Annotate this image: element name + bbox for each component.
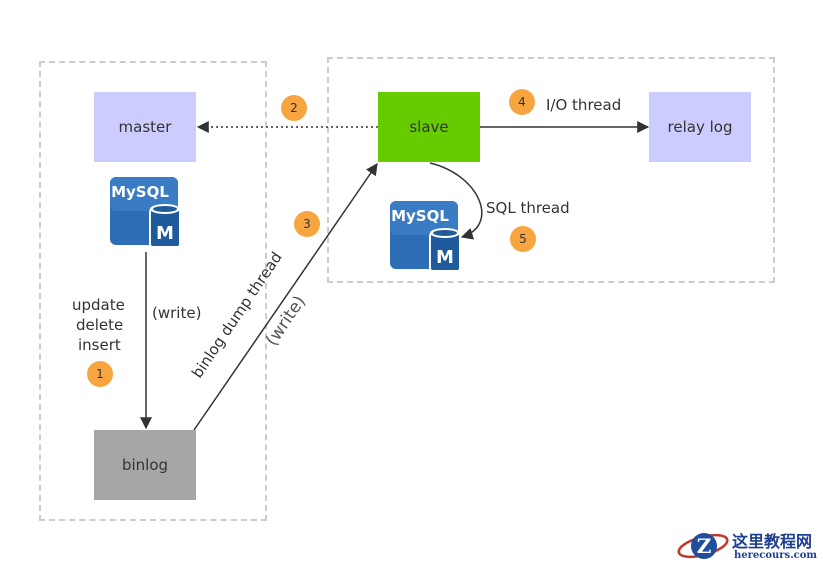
mysql-slave-text: MySQL xyxy=(391,207,449,225)
step-badge-5: 5 xyxy=(510,226,536,252)
step-badge-1: 1 xyxy=(87,361,113,387)
sql-thread-label: SQL thread xyxy=(486,199,570,217)
write-master-label: (write) xyxy=(152,304,202,322)
slave-label: slave xyxy=(409,118,449,136)
relay-log-node: relay log xyxy=(649,92,751,162)
mysql-master-text: MySQL xyxy=(111,183,169,201)
io-thread-label: I/O thread xyxy=(546,96,622,114)
master-label: master xyxy=(118,118,172,136)
master-node: master xyxy=(94,92,196,162)
binlog-label: binlog xyxy=(121,456,169,474)
mysql-master-cylinder: M xyxy=(149,204,181,248)
binlog-node: binlog xyxy=(94,430,196,500)
watermark-url: herecours.com xyxy=(734,550,818,561)
mysql-master-letter: M xyxy=(156,223,174,244)
slave-container xyxy=(327,57,775,283)
mysql-master-icon: MySQL M xyxy=(110,177,181,248)
step-badge-2: 2 xyxy=(281,95,307,121)
mysql-slave-letter: M xyxy=(436,247,454,268)
master-container xyxy=(39,61,267,521)
watermark-logo-letter: Z xyxy=(697,534,712,558)
mysql-slave-icon: MySQL M xyxy=(390,201,461,272)
ops-label-update: update xyxy=(72,296,125,314)
watermark-logo-icon: Z xyxy=(677,533,729,559)
step-badge-4: 4 xyxy=(509,89,535,115)
ops-label-delete: delete xyxy=(76,316,124,334)
ops-label-insert: insert xyxy=(78,336,121,354)
relay-log-label: relay log xyxy=(667,118,733,136)
edge-binlog-to-slave xyxy=(193,163,378,431)
edge-sql-thread-curve xyxy=(429,162,483,240)
watermark: Z 这里教程网 herecours.com xyxy=(676,526,821,566)
slave-node: slave xyxy=(378,92,480,162)
mysql-slave-cylinder: M xyxy=(429,228,461,272)
step-badge-3: 3 xyxy=(294,211,320,237)
watermark-title: 这里教程网 xyxy=(732,532,813,551)
